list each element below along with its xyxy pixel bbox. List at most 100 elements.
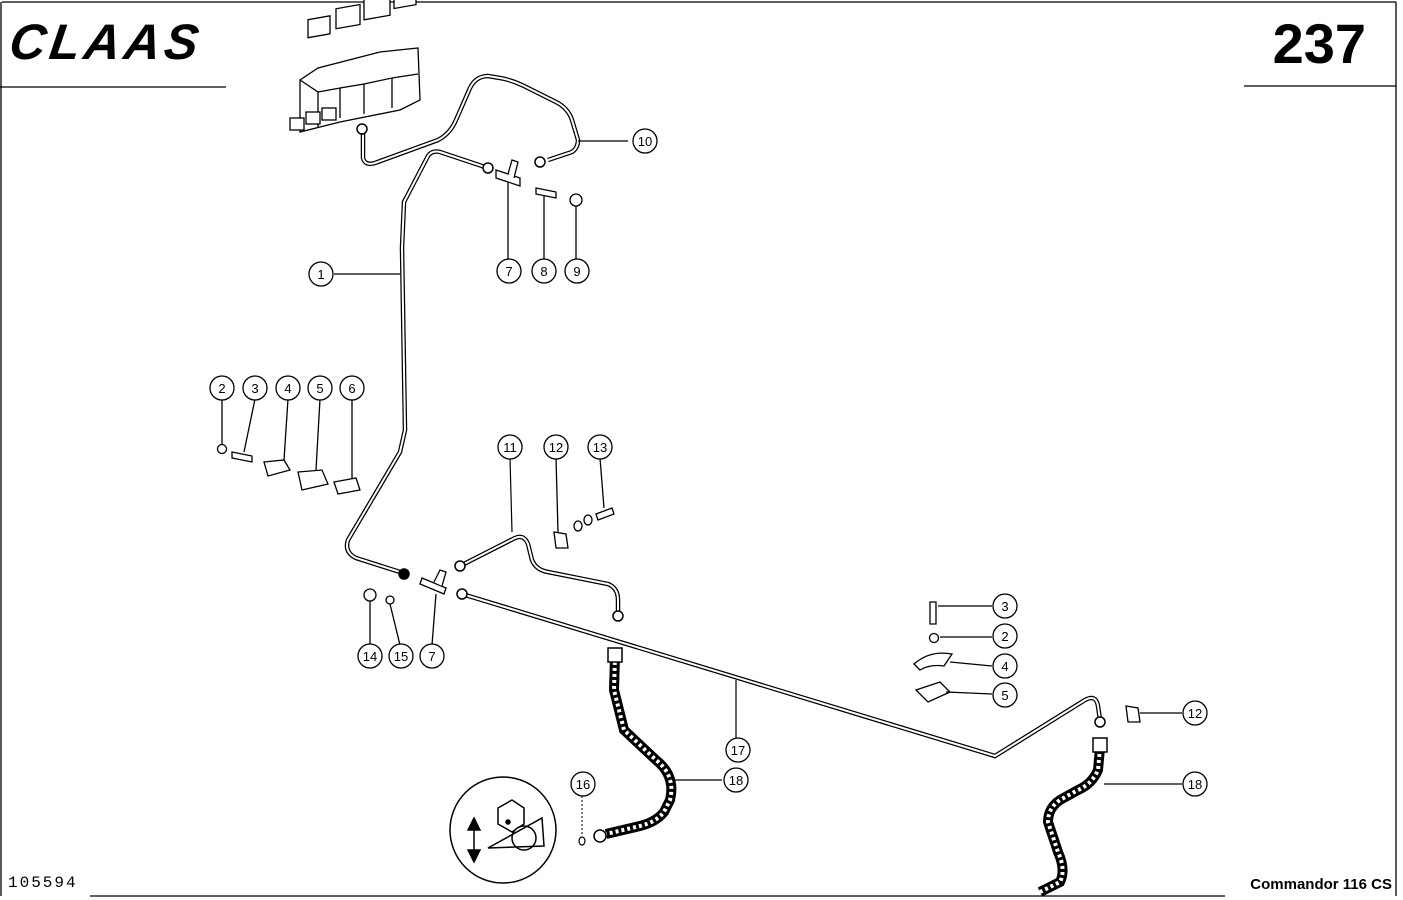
clamp-block-5 bbox=[297, 469, 329, 491]
clamp-half-4 bbox=[263, 459, 291, 477]
callout-label: 3 bbox=[251, 381, 258, 396]
lock-washer bbox=[583, 514, 593, 526]
callout-label: 12 bbox=[549, 440, 563, 455]
callout-c13: 13 bbox=[587, 434, 613, 460]
pipe-10 bbox=[362, 74, 580, 165]
callout-c9: 9 bbox=[564, 258, 590, 284]
callout-label: 11 bbox=[503, 440, 517, 455]
bolt-8 bbox=[535, 187, 557, 260]
fitting-nut bbox=[482, 162, 494, 174]
nut-14 bbox=[363, 588, 377, 602]
callout-label: 7 bbox=[428, 649, 435, 664]
hose-18-left bbox=[605, 655, 674, 836]
callout-label: 5 bbox=[316, 381, 323, 396]
tee-fitting-7 bbox=[495, 159, 521, 260]
pipe-17 bbox=[461, 593, 1101, 758]
washer bbox=[573, 520, 583, 532]
callout-label: 9 bbox=[573, 264, 580, 279]
callout-label: 4 bbox=[284, 381, 291, 396]
callout-c15: 15 bbox=[388, 643, 414, 669]
callout-c18b: 18 bbox=[1182, 771, 1208, 797]
callout-label: 3 bbox=[1001, 599, 1008, 614]
seal-15 bbox=[385, 595, 395, 605]
fitting-nut bbox=[356, 123, 368, 135]
callout-label: 4 bbox=[1001, 659, 1008, 674]
hose-18-right bbox=[1039, 747, 1102, 894]
callout-c6: 6 bbox=[339, 375, 365, 401]
fitting-nut bbox=[534, 156, 546, 168]
callout-label: 18 bbox=[1188, 777, 1202, 792]
bolt-13 bbox=[595, 507, 615, 521]
lift-symbol bbox=[449, 776, 557, 884]
callout-label: 13 bbox=[593, 440, 607, 455]
page-number: 237 bbox=[1272, 12, 1366, 75]
leader-11 bbox=[509, 457, 513, 533]
callout-c17: 17 bbox=[725, 737, 751, 763]
control-valve-block bbox=[289, 0, 421, 133]
fitting-nut bbox=[456, 588, 468, 600]
callout-label: 17 bbox=[731, 743, 745, 758]
pipe-11 bbox=[459, 535, 619, 614]
hose-fitting bbox=[593, 829, 607, 843]
cover-plate-6 bbox=[333, 477, 361, 495]
callout-c8: 8 bbox=[531, 258, 557, 284]
clip-12-bolt-13 bbox=[553, 457, 615, 549]
washer-2 bbox=[216, 443, 228, 455]
callout-label: 8 bbox=[540, 264, 547, 279]
nut-9 bbox=[569, 193, 583, 260]
callout-c12a: 12 bbox=[543, 434, 569, 460]
callout-label: 10 bbox=[638, 134, 652, 149]
tee-fitting-7 bbox=[419, 577, 447, 595]
callout-c2b: 2 bbox=[992, 623, 1018, 649]
clamp-parts-left bbox=[216, 398, 361, 495]
callout-c7b: 7 bbox=[419, 643, 445, 669]
washer-2 bbox=[928, 632, 940, 644]
fitting-nut bbox=[398, 568, 410, 580]
callout-label: 6 bbox=[348, 381, 355, 396]
hose-fitting bbox=[607, 647, 623, 663]
fitting-nut bbox=[612, 610, 624, 622]
callout-label: 2 bbox=[218, 381, 225, 396]
callout-c11: 11 bbox=[497, 434, 523, 460]
bolt-3 bbox=[929, 601, 937, 625]
callout-label: 12 bbox=[1188, 706, 1202, 721]
callout-c3a: 3 bbox=[242, 375, 268, 401]
callout-label: 2 bbox=[1001, 629, 1008, 644]
model-name: Commandor 116 CS bbox=[1250, 876, 1392, 893]
hose-18-right-outline bbox=[1037, 747, 1105, 897]
clip-12 bbox=[553, 531, 569, 549]
callout-c18a: 18 bbox=[723, 767, 749, 793]
callout-label: 18 bbox=[729, 773, 743, 788]
callout-c4b: 4 bbox=[992, 653, 1018, 679]
leader-lines bbox=[334, 140, 628, 275]
o-ring-16 bbox=[578, 836, 586, 846]
callout-label: 5 bbox=[1001, 688, 1008, 703]
callout-label: 1 bbox=[317, 267, 324, 282]
clip-12-right bbox=[1125, 705, 1182, 723]
callout-c12b: 12 bbox=[1182, 700, 1208, 726]
clamp-parts-right bbox=[913, 601, 993, 703]
drawing-number: 105594 bbox=[8, 874, 78, 892]
bolt-3 bbox=[231, 451, 253, 463]
callout-c1: 1 bbox=[308, 261, 334, 287]
clamp-half-4 bbox=[913, 652, 954, 671]
callout-c5a: 5 bbox=[307, 375, 333, 401]
callout-label: 16 bbox=[576, 777, 590, 792]
callout-c2a: 2 bbox=[209, 375, 235, 401]
callout-c16: 16 bbox=[570, 771, 596, 797]
callout-c4a: 4 bbox=[275, 375, 301, 401]
clamp-block-5 bbox=[914, 681, 952, 703]
callout-c10: 10 bbox=[632, 128, 658, 154]
hose-fitting bbox=[1092, 737, 1108, 753]
fitting-nut bbox=[454, 560, 466, 572]
fitting-nut bbox=[1094, 716, 1106, 728]
callout-label: 15 bbox=[394, 649, 408, 664]
pipe-1-outline bbox=[344, 149, 489, 575]
fittings-lower bbox=[363, 569, 447, 646]
callout-label: 7 bbox=[505, 264, 512, 279]
callout-c14: 14 bbox=[357, 643, 383, 669]
